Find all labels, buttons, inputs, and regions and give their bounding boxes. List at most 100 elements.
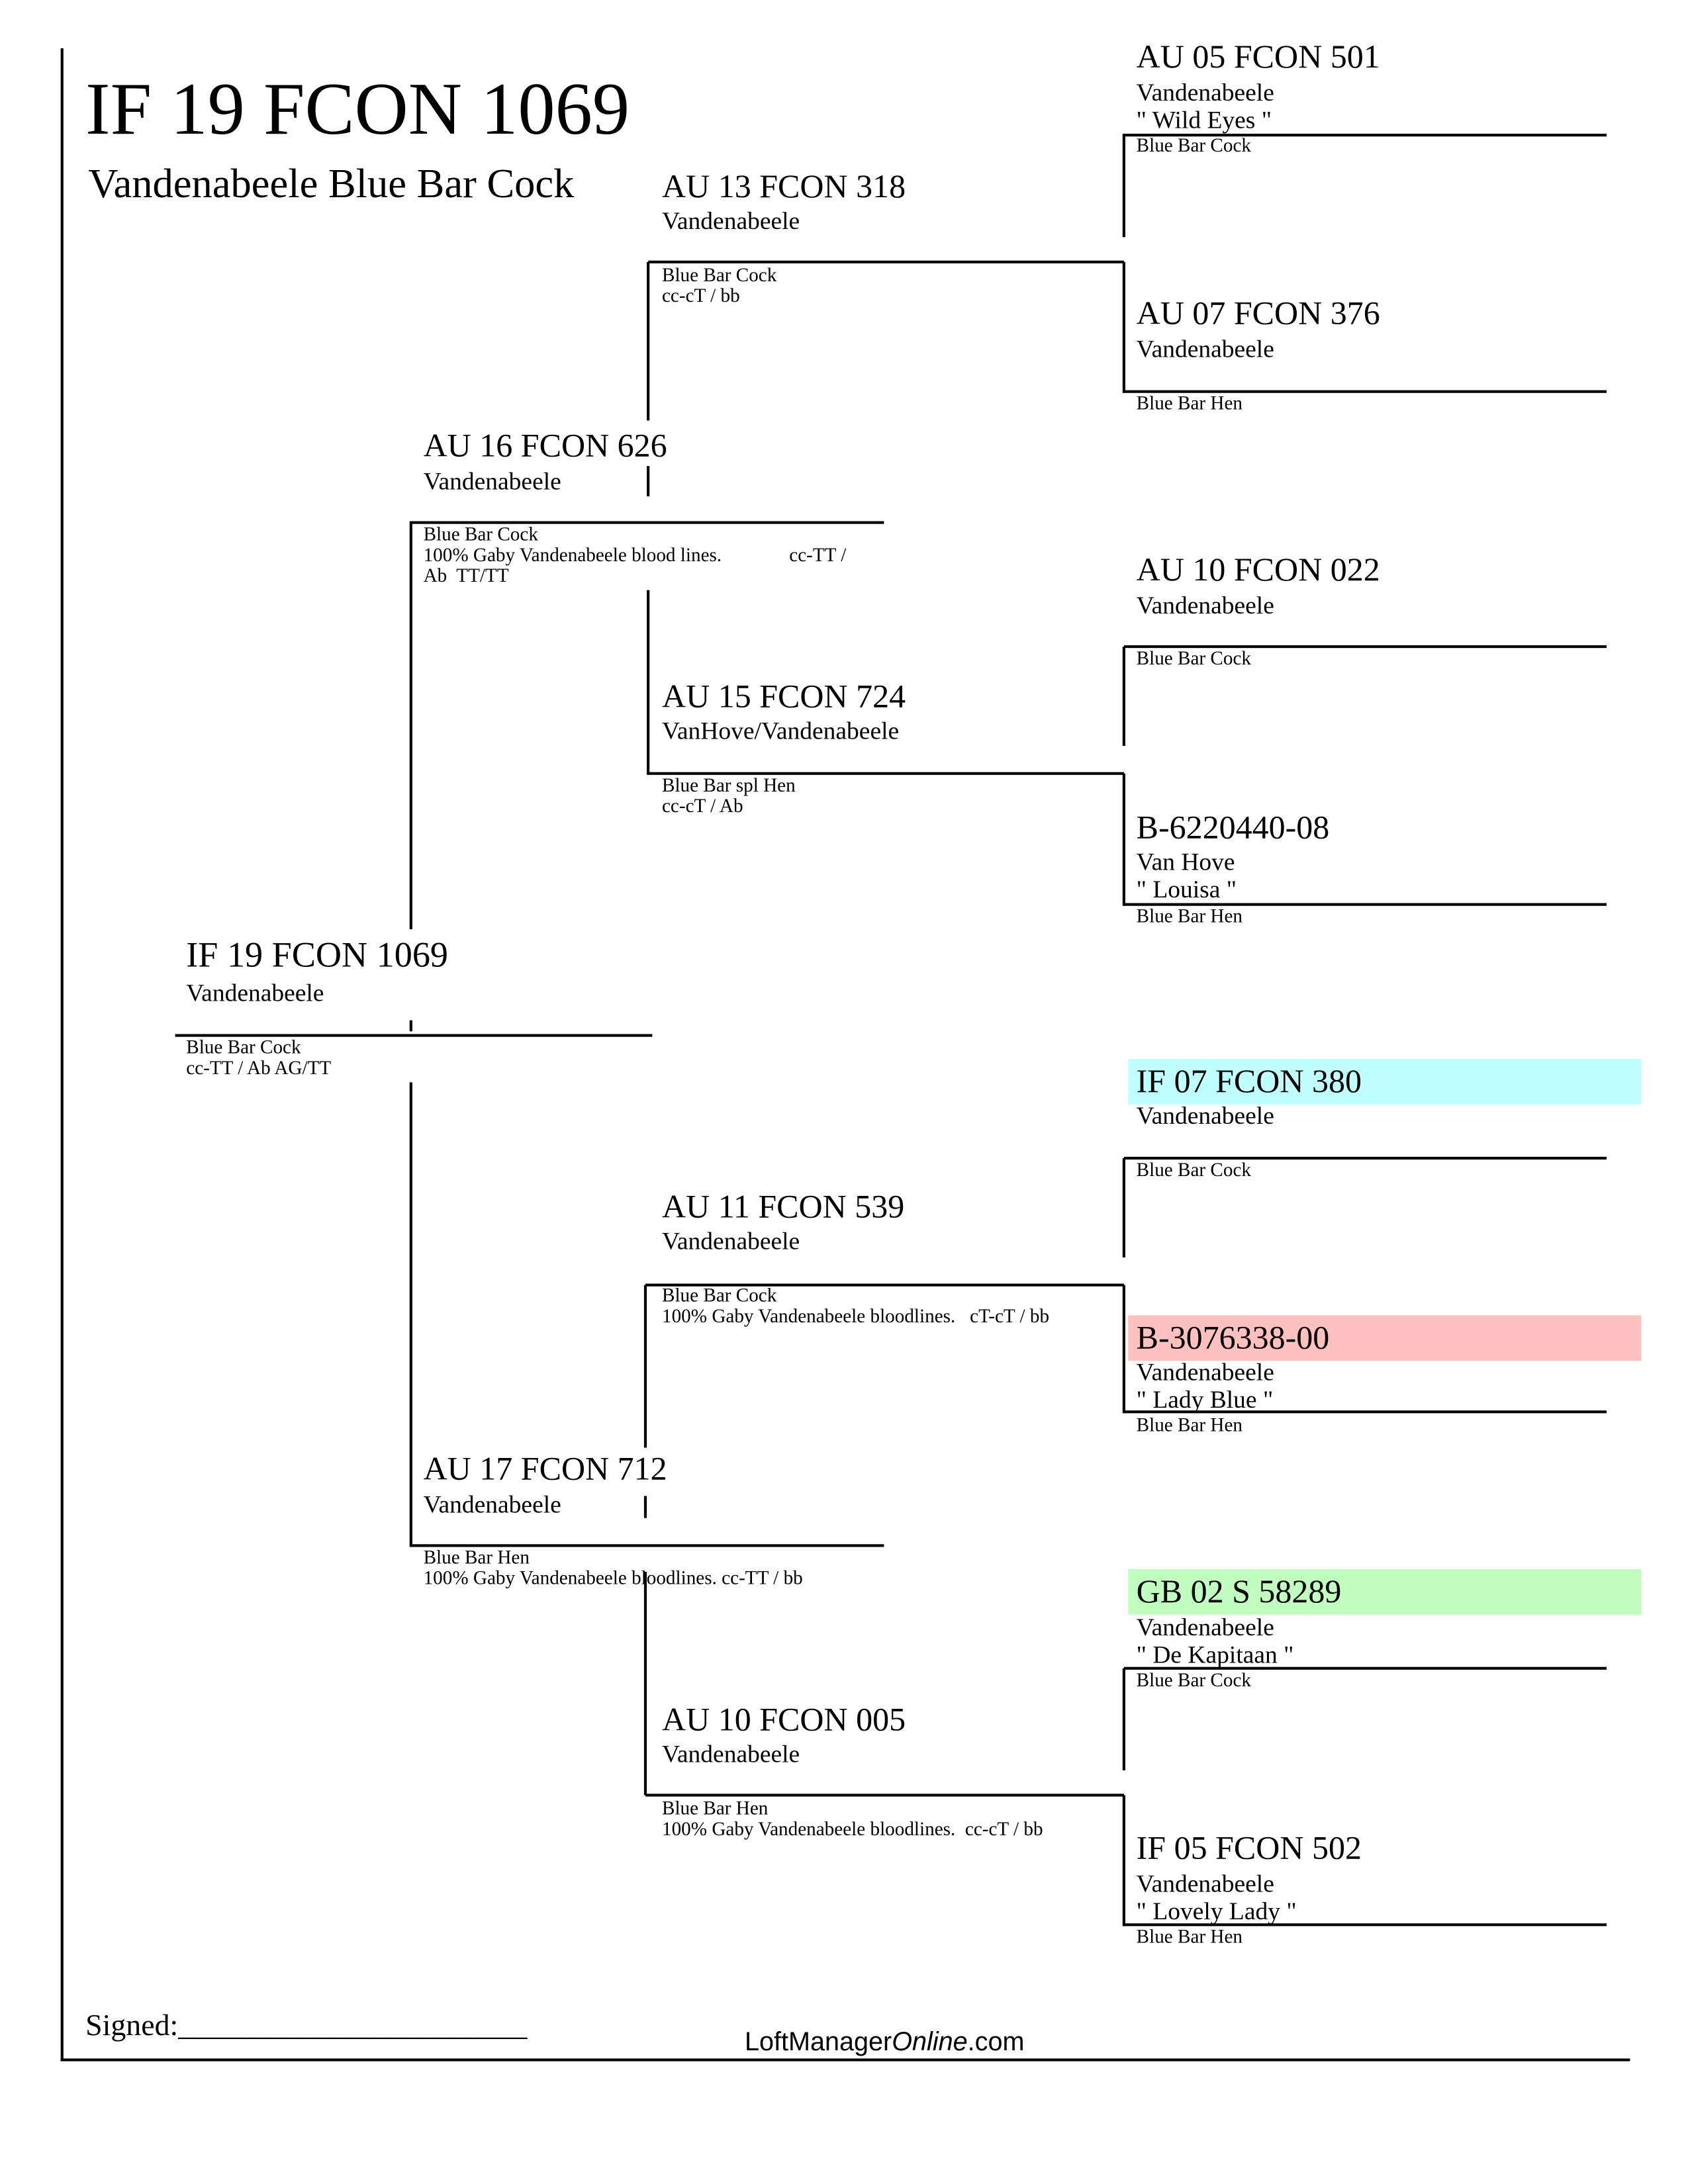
ancestor-note: 100% Gaby Vandenabeele bloodlines. cc-cT… bbox=[661, 1819, 1043, 1841]
connector bbox=[647, 466, 650, 496]
ancestor-note: cc-cT / bb bbox=[661, 287, 740, 308]
ancestor-name: " Wild Eyes " bbox=[1136, 106, 1272, 134]
sire-note: Ab TT/TT bbox=[423, 567, 509, 588]
sire-note: Blue Bar Cock bbox=[423, 525, 538, 546]
highlight-pink bbox=[1128, 1315, 1642, 1361]
ancestor-strain: Van Hove bbox=[1136, 848, 1235, 876]
subject-line bbox=[175, 1034, 653, 1037]
ancestor-strain: Vandenabeele bbox=[661, 1227, 800, 1255]
subject-note: cc-TT / Ab AG/TT bbox=[186, 1058, 332, 1080]
subject-note: Blue Bar Cock bbox=[186, 1038, 301, 1059]
ancestor-strain: Vandenabeele bbox=[1136, 1869, 1274, 1897]
ancestor-line bbox=[648, 772, 1124, 775]
frame-left-border bbox=[60, 48, 64, 2062]
ancestor-line bbox=[1123, 1410, 1607, 1414]
ancestor-line bbox=[1123, 903, 1607, 906]
ancestor-note: 100% Gaby Vandenabeele bloodlines. cT-cT… bbox=[661, 1306, 1050, 1328]
ancestor-note: Blue Bar Hen bbox=[1136, 1927, 1243, 1948]
highlight-green bbox=[1128, 1569, 1642, 1615]
sire-line bbox=[410, 521, 884, 524]
ancestor-strain: Vandenabeele bbox=[1136, 1101, 1274, 1130]
connector bbox=[1122, 1158, 1125, 1257]
sire-strain: Vandenabeele bbox=[423, 467, 561, 495]
connector bbox=[409, 521, 412, 930]
ancestor-ring: AU 11 FCON 539 bbox=[661, 1189, 905, 1226]
connector bbox=[1122, 1795, 1125, 1927]
connector bbox=[1122, 1668, 1125, 1770]
ancestor-ring: AU 05 FCON 501 bbox=[1136, 40, 1380, 76]
ancestor-note: Blue Bar Cock bbox=[1136, 1670, 1252, 1692]
connector bbox=[1122, 773, 1125, 906]
highlight-cyan bbox=[1128, 1058, 1642, 1105]
ancestor-ring: AU 13 FCON 318 bbox=[661, 169, 906, 206]
ancestor-ring: AU 15 FCON 724 bbox=[661, 680, 906, 716]
dam-note: Blue Bar Hen bbox=[423, 1548, 530, 1569]
ancestor-note: Blue Bar Cock bbox=[1136, 1161, 1252, 1182]
ancestor-note: Blue Bar Cock bbox=[1136, 136, 1252, 158]
ancestor-strain: Vandenabeele bbox=[1136, 591, 1274, 619]
connector bbox=[643, 1285, 647, 1448]
ancestor-line bbox=[1123, 1156, 1607, 1160]
page-title: IF 19 FCON 1069 bbox=[85, 68, 630, 151]
brand-part: .com bbox=[967, 2028, 1025, 2058]
connector bbox=[409, 1082, 412, 1547]
ancestor-name: " De Kapitaan " bbox=[1136, 1641, 1294, 1668]
page-subtitle: Vandenabeele Blue Bar Cock bbox=[88, 163, 575, 206]
ancestor-note: Blue Bar Cock bbox=[1136, 649, 1252, 670]
connector bbox=[1122, 134, 1125, 238]
dam-note: 100% Gaby Vandenabeele bloodlines. cc-TT… bbox=[423, 1569, 803, 1590]
ancestor-ring: AU 10 FCON 005 bbox=[661, 1702, 906, 1739]
ancestor-strain: Vandenabeele bbox=[1136, 1358, 1274, 1386]
ancestor-ring: IF 07 FCON 380 bbox=[1136, 1064, 1362, 1101]
sire-ring: AU 16 FCON 626 bbox=[423, 428, 667, 465]
subject-ring: IF 19 FCON 1069 bbox=[186, 934, 449, 975]
connector bbox=[409, 1020, 412, 1032]
connector bbox=[1122, 647, 1125, 747]
ancestor-note: Blue Bar Hen bbox=[1136, 907, 1243, 929]
ancestor-strain: Vandenabeele bbox=[1136, 78, 1274, 107]
ancestor-line bbox=[1123, 390, 1607, 393]
ancestor-name: " Lovely Lady " bbox=[1136, 1897, 1297, 1925]
brand-part: LoftManager bbox=[744, 2028, 892, 2058]
connector bbox=[1122, 261, 1125, 393]
ancestor-ring: GB 02 S 58289 bbox=[1136, 1574, 1342, 1611]
dam-strain: Vandenabeele bbox=[423, 1490, 561, 1518]
ancestor-line bbox=[1123, 645, 1607, 649]
ancestor-name: " Louisa " bbox=[1136, 875, 1237, 903]
ancestor-strain: Vandenabeele bbox=[1136, 335, 1274, 363]
ancestor-line bbox=[1123, 1666, 1607, 1670]
dam-line bbox=[410, 1544, 884, 1547]
ancestor-ring: AU 10 FCON 022 bbox=[1136, 553, 1380, 589]
dam-ring: AU 17 FCON 712 bbox=[423, 1451, 667, 1488]
connector bbox=[1122, 1285, 1125, 1414]
ancestor-note: Blue Bar Cock bbox=[661, 266, 777, 287]
subject-strain: Vandenabeele bbox=[186, 979, 324, 1007]
brand-footer: LoftManagerOnline.com bbox=[745, 2030, 1024, 2056]
ancestor-strain: Vandenabeele bbox=[1136, 1613, 1274, 1641]
ancestor-line bbox=[1123, 134, 1607, 137]
ancestor-note: Blue Bar Hen bbox=[1136, 394, 1243, 416]
ancestor-ring: B-6220440-08 bbox=[1136, 810, 1330, 847]
ancestor-name: " Lady Blue " bbox=[1136, 1385, 1274, 1414]
ancestor-strain: VanHove/Vandenabeele bbox=[661, 717, 900, 745]
connector bbox=[647, 590, 650, 775]
ancestor-note: cc-cT / Ab bbox=[661, 797, 743, 818]
ancestor-line bbox=[1123, 1923, 1607, 1927]
ancestor-ring: B-3076338-00 bbox=[1136, 1320, 1330, 1357]
ancestor-note: Blue Bar Hen bbox=[1136, 1416, 1243, 1437]
signature-line: Signed:_______________________ bbox=[85, 2007, 528, 2042]
connector bbox=[643, 1496, 647, 1518]
ancestor-ring: AU 07 FCON 376 bbox=[1136, 296, 1380, 333]
ancestor-line bbox=[645, 1283, 1124, 1287]
connector bbox=[643, 1571, 647, 1796]
ancestor-line bbox=[645, 1794, 1124, 1797]
ancestor-line bbox=[648, 260, 1124, 263]
ancestor-strain: Vandenabeele bbox=[661, 206, 800, 235]
brand-part: Online bbox=[892, 2028, 968, 2058]
ancestor-ring: IF 05 FCON 502 bbox=[1136, 1831, 1362, 1867]
connector bbox=[647, 261, 650, 421]
sire-note: 100% Gaby Vandenabeele blood lines. cc-T… bbox=[423, 545, 847, 567]
frame-bottom-border bbox=[60, 2058, 1630, 2062]
ancestor-note: Blue Bar Cock bbox=[661, 1286, 777, 1307]
